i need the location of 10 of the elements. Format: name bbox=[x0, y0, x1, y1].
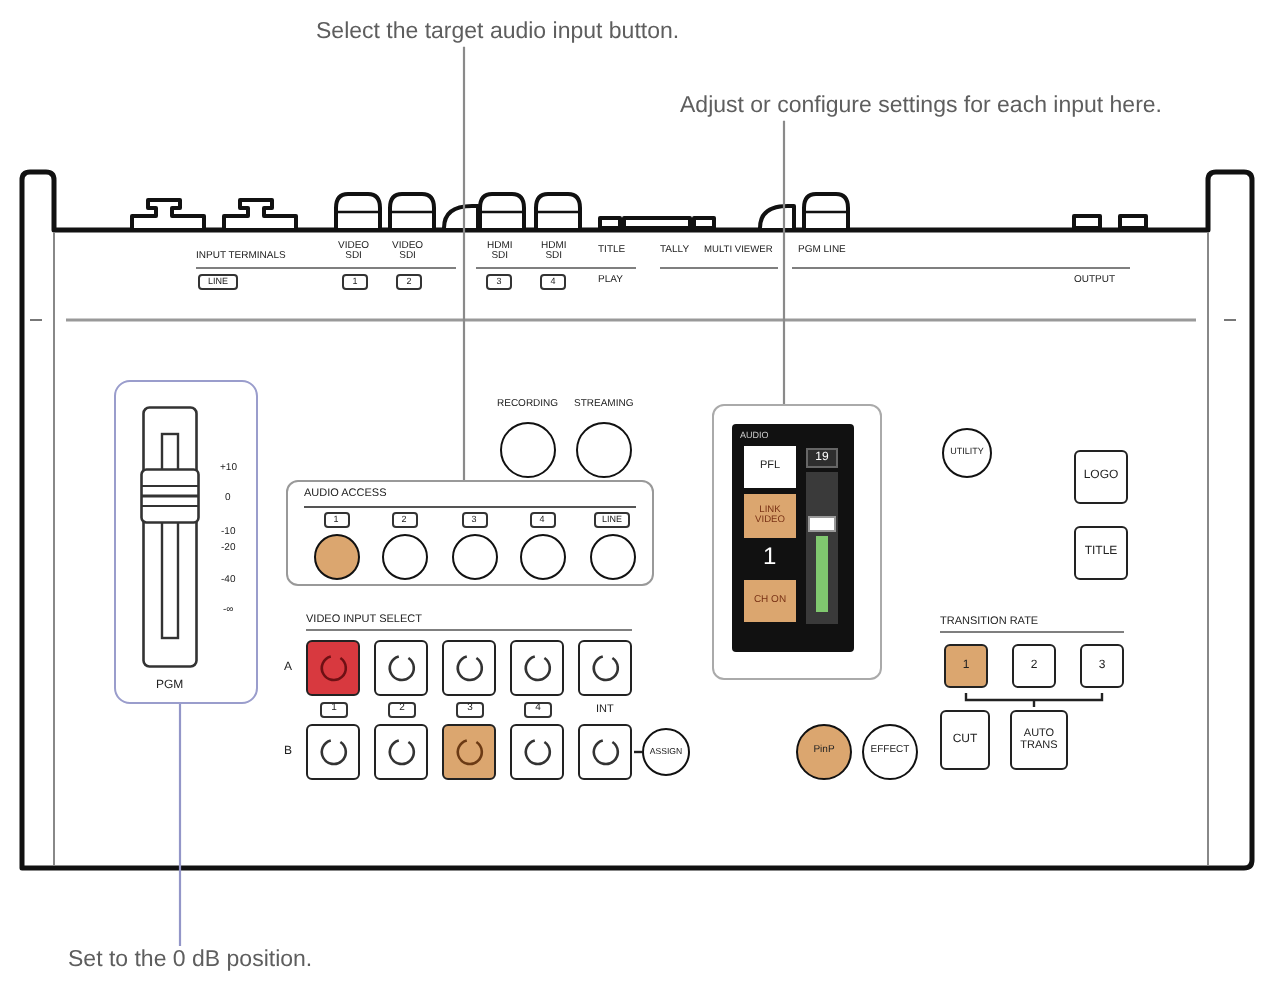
fader-panel bbox=[114, 380, 258, 704]
callout-text: Select the target audio input button. bbox=[316, 18, 680, 47]
touch-panel bbox=[712, 404, 882, 680]
leader-line bbox=[782, 120, 786, 404]
audio-access-panel bbox=[286, 480, 654, 586]
leader-line bbox=[462, 46, 466, 480]
callout-text: Set to the 0 dB position. bbox=[68, 946, 313, 975]
channel-number: 1 bbox=[763, 544, 777, 572]
leader-line bbox=[178, 704, 182, 946]
callout-text: Adjust or configure settings for each input here. bbox=[680, 92, 1163, 121]
